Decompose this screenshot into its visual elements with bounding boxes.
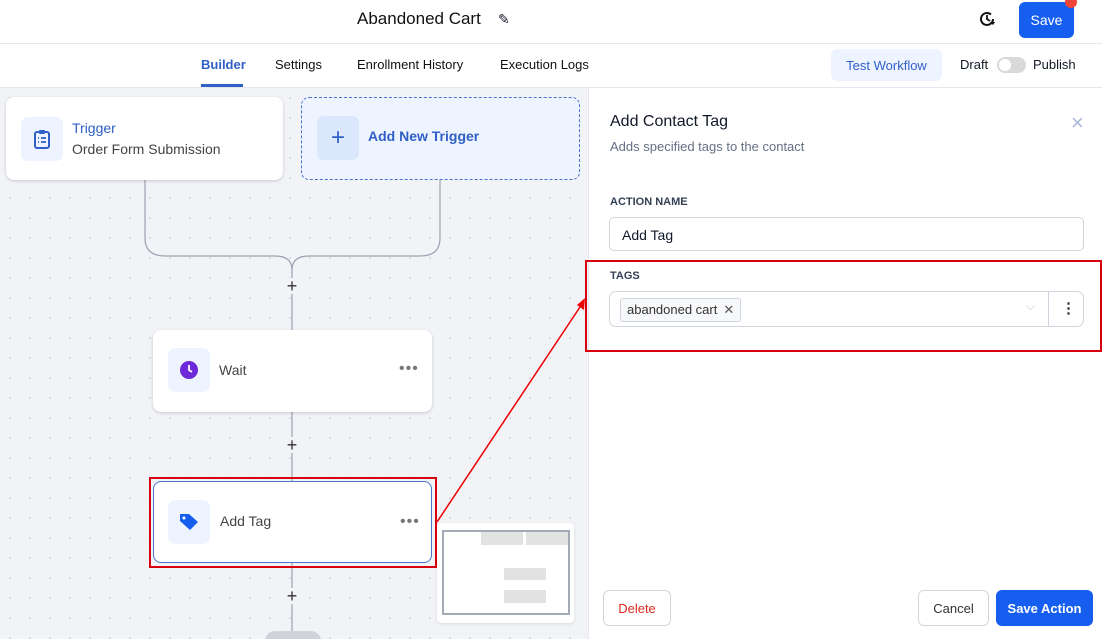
top-bar: Abandoned Cart ✎ Save (0, 0, 1102, 44)
action-settings-panel: Add Contact Tag × Adds specified tags to… (588, 88, 1102, 639)
panel-subtitle: Adds specified tags to the contact (610, 139, 805, 154)
more-options-icon[interactable]: ••• (400, 513, 420, 530)
action-name-label: ACTION NAME (610, 196, 688, 208)
trigger-title: Trigger (72, 120, 116, 136)
tag-icon (168, 500, 210, 544)
publish-toggle[interactable] (997, 57, 1026, 73)
test-workflow-button[interactable]: Test Workflow (831, 49, 942, 81)
clock-icon (168, 348, 210, 392)
workflow-canvas[interactable]: Trigger Order Form Submission + Add New … (0, 88, 588, 639)
minimap[interactable] (437, 523, 574, 623)
tag-chip-label: abandoned cart (627, 302, 718, 317)
end-node (265, 631, 321, 639)
history-icon[interactable] (976, 8, 998, 30)
connector-lines (144, 180, 441, 633)
pencil-icon[interactable]: ✎ (498, 11, 510, 27)
tag-chip: abandoned cart ✕ (620, 298, 742, 322)
tags-label: TAGS (610, 270, 640, 282)
more-options-icon[interactable]: ••• (399, 360, 419, 377)
action-name-input[interactable]: Add Tag (609, 217, 1084, 251)
more-vertical-icon[interactable]: ⋮ (1061, 300, 1076, 317)
delete-button[interactable]: Delete (603, 590, 671, 626)
wait-node[interactable]: Wait ••• (153, 330, 432, 412)
unsaved-indicator (1065, 0, 1077, 8)
add-new-trigger-button[interactable]: + Add New Trigger (301, 97, 580, 180)
tags-select[interactable]: abandoned cart ✕ ⌵ ⋮ (609, 291, 1084, 327)
add-step-plus-icon[interactable]: + (284, 277, 300, 295)
tab-execution-logs[interactable]: Execution Logs (500, 57, 589, 72)
cancel-button[interactable]: Cancel (918, 590, 989, 626)
chevron-down-icon[interactable]: ⌵ (1026, 299, 1036, 313)
tab-enrollment-history[interactable]: Enrollment History (357, 57, 464, 72)
plus-icon: + (317, 116, 359, 160)
minimap-viewport[interactable] (442, 530, 570, 615)
wait-label: Wait (219, 362, 247, 378)
draft-label: Draft (960, 57, 989, 72)
save-button[interactable]: Save (1019, 2, 1074, 38)
trigger-card[interactable]: Trigger Order Form Submission (6, 97, 283, 180)
panel-title: Add Contact Tag (610, 113, 729, 130)
add-step-plus-icon[interactable]: + (284, 587, 300, 605)
close-icon[interactable]: × (1071, 110, 1084, 135)
tab-settings[interactable]: Settings (275, 57, 322, 72)
add-new-trigger-label: Add New Trigger (368, 128, 480, 144)
add-tag-label: Add Tag (220, 513, 272, 529)
add-step-plus-icon[interactable]: + (284, 436, 300, 454)
workflow-title: Abandoned Cart (357, 9, 481, 28)
add-tag-node[interactable]: Add Tag ••• (153, 481, 432, 563)
remove-tag-icon[interactable]: ✕ (723, 302, 735, 317)
publish-label: Publish (1033, 57, 1076, 72)
clipboard-icon (21, 117, 63, 161)
action-name-value: Add Tag (622, 227, 674, 243)
tab-builder[interactable]: Builder (201, 57, 246, 72)
save-action-button[interactable]: Save Action (996, 590, 1093, 626)
active-tab-indicator (201, 84, 243, 87)
trigger-subtitle: Order Form Submission (72, 141, 221, 157)
